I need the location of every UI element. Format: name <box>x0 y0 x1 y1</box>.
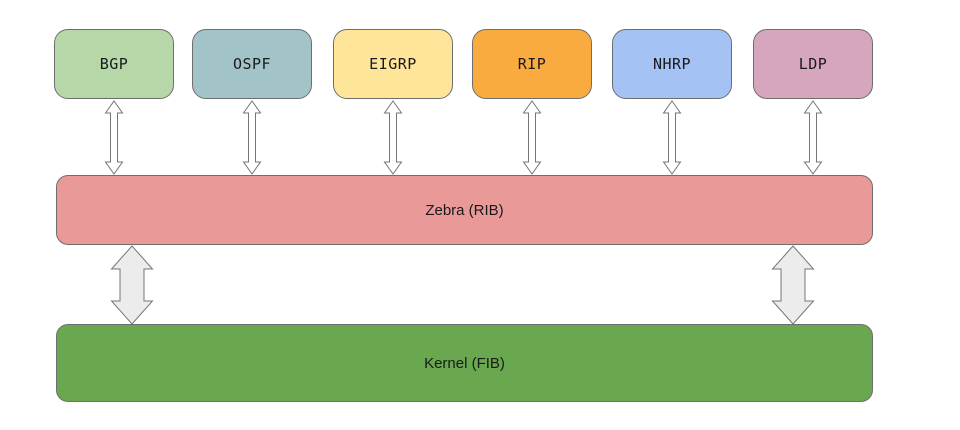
bidirectional-arrow-icon-rib-fib-right <box>771 245 815 325</box>
protocol-box-ospf: OSPF <box>192 29 312 99</box>
rib-label: Zebra (RIB) <box>425 201 504 219</box>
protocol-label-eigrp: EIGRP <box>369 55 417 73</box>
protocol-box-eigrp: EIGRP <box>333 29 453 99</box>
protocol-label-nhrp: NHRP <box>652 55 692 73</box>
bidirectional-arrow-icon-ospf-rib <box>242 100 262 175</box>
protocol-box-nhrp: NHRP <box>612 29 732 99</box>
protocol-label-bgp: BGP <box>99 55 129 73</box>
protocol-box-ldp: LDP <box>753 29 873 99</box>
rib-box: Zebra (RIB) <box>56 175 873 245</box>
protocol-box-rip: RIP <box>472 29 592 99</box>
protocol-label-ldp: LDP <box>798 55 828 73</box>
fib-label: Kernel (FIB) <box>424 354 505 372</box>
bidirectional-arrow-icon-ldp-rib <box>803 100 823 175</box>
fib-box: Kernel (FIB) <box>56 324 873 402</box>
bidirectional-arrow-icon-bgp-rib <box>104 100 124 175</box>
protocol-label-rip: RIP <box>517 55 547 73</box>
bidirectional-arrow-icon-rip-rib <box>522 100 542 175</box>
bidirectional-arrow-icon-rib-fib-left <box>110 245 154 325</box>
protocol-label-ospf: OSPF <box>232 55 272 73</box>
bidirectional-arrow-icon-eigrp-rib <box>383 100 403 175</box>
protocol-box-bgp: BGP <box>54 29 174 99</box>
bidirectional-arrow-icon-nhrp-rib <box>662 100 682 175</box>
